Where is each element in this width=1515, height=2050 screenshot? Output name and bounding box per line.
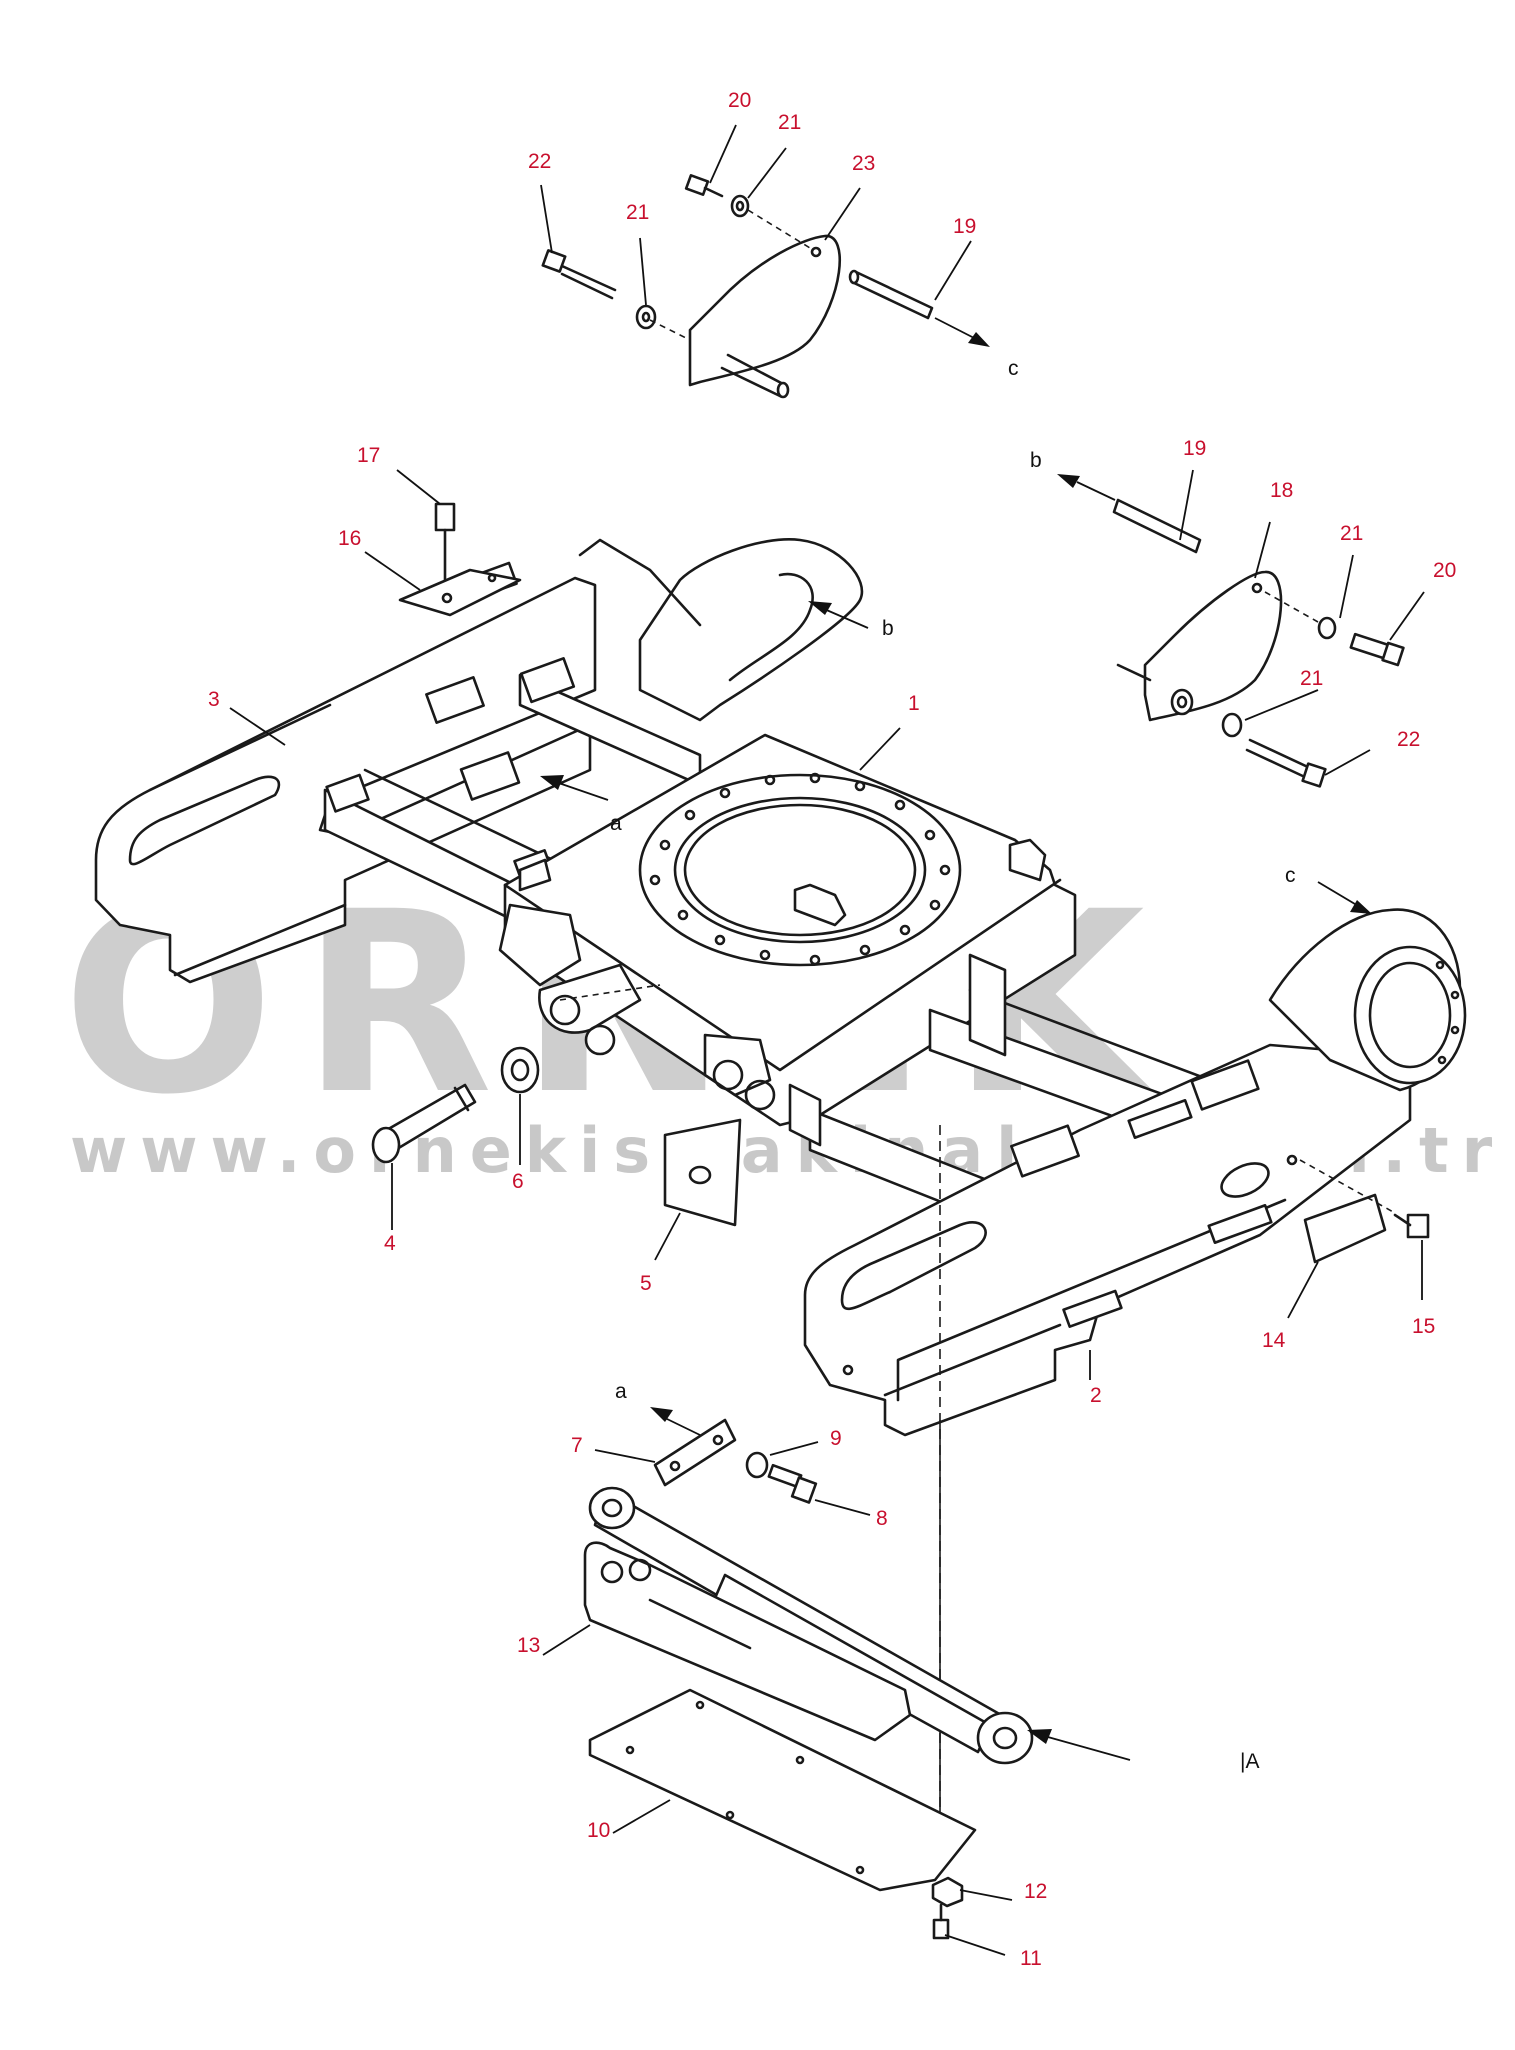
callout-2: 2	[1090, 1384, 1102, 1407]
leader-lines	[229, 124, 1425, 1956]
callout-21-top-a: 21	[778, 111, 801, 134]
callout-13: 13	[517, 1634, 540, 1657]
track-guard-assembly-top	[541, 174, 990, 399]
callout-7: 7	[571, 1434, 583, 1457]
callout-12: 12	[1024, 1880, 1047, 1903]
cylinder-assembly	[583, 1407, 1131, 1940]
callout-23: 23	[852, 152, 875, 175]
ring-bolt-holes	[649, 772, 951, 966]
callout-21-right-b: 21	[1300, 667, 1323, 690]
ref-b-frame: b	[882, 617, 894, 640]
ref-a-bracket: a	[615, 1380, 627, 1403]
callout-9: 9	[830, 1427, 842, 1450]
callout-8: 8	[876, 1507, 888, 1530]
callout-22-right: 22	[1397, 728, 1420, 751]
callout-19-top: 19	[953, 215, 976, 238]
callout-1: 1	[908, 692, 920, 715]
callout-14: 14	[1262, 1329, 1286, 1352]
loose-parts	[371, 502, 1430, 1264]
drum-bolt-holes	[1435, 960, 1460, 1065]
callout-21-right-a: 21	[1340, 522, 1363, 545]
ref-c-guard: c	[1008, 357, 1019, 380]
callout-22-top: 22	[528, 150, 551, 173]
callout-11: 11	[1020, 1947, 1042, 1970]
reference-letters: a a b b c c |A	[610, 357, 1296, 1773]
undercarriage-frame	[94, 538, 1467, 1840]
callout-20-top: 20	[728, 89, 751, 112]
view-label: |A	[1240, 1750, 1259, 1773]
ref-c-drum: c	[1285, 864, 1296, 887]
ref-b-guard: b	[1030, 449, 1042, 472]
callout-10: 10	[587, 1819, 610, 1842]
callout-21-top-b: 21	[626, 201, 649, 224]
callout-17: 17	[357, 444, 380, 467]
reference-arrows	[540, 601, 1372, 914]
callout-4: 4	[384, 1232, 396, 1255]
callout-16: 16	[338, 527, 361, 550]
callout-18: 18	[1270, 479, 1293, 502]
callout-19-right: 19	[1183, 437, 1206, 460]
callout-6: 6	[512, 1170, 524, 1193]
callout-20-right: 20	[1433, 559, 1456, 582]
ref-a-frame: a	[610, 812, 622, 835]
track-guard-assembly-right	[1057, 474, 1405, 788]
callout-3: 3	[208, 688, 220, 711]
callout-labels: 1 2 3 4 5 6 7 8 9 10 11 12 13 14 15 16 1…	[208, 89, 1456, 1970]
callout-15: 15	[1412, 1315, 1435, 1338]
callout-5: 5	[640, 1272, 652, 1295]
